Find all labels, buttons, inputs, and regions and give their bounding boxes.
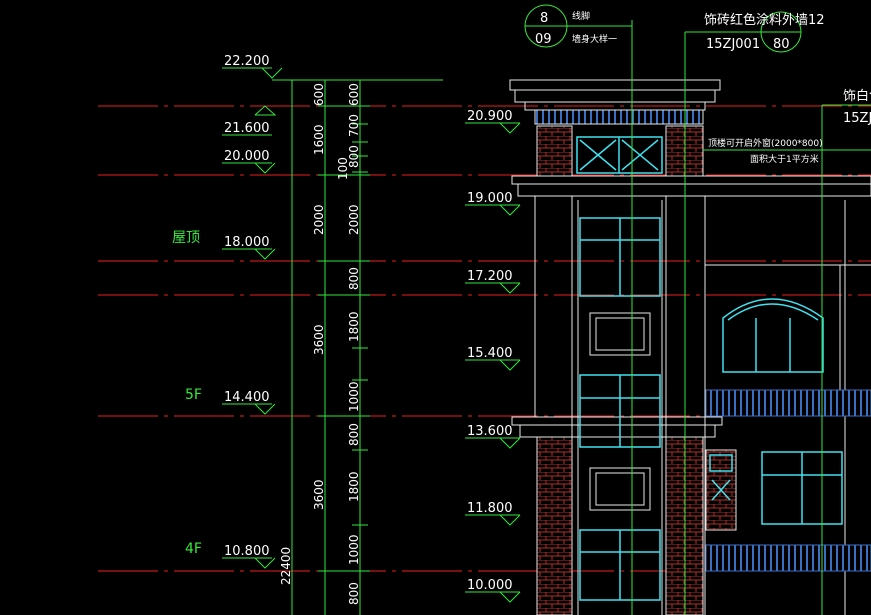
floor-label: 屋顶 (172, 230, 200, 246)
dim-outer: 1800 (347, 311, 361, 342)
balcony-railing (705, 389, 871, 417)
dim-outer: 1000 (347, 381, 361, 412)
dim-outer: 2000 (347, 204, 361, 235)
leader-lines (631, 20, 871, 615)
total-dimension: 22400 (279, 547, 293, 585)
window-note: 顶楼可开启外窗(2000*800) (708, 137, 823, 149)
dim-inner: 100 (336, 157, 350, 180)
finish-note: 饰白色 (843, 88, 871, 104)
dim-inner: 3600 (312, 324, 326, 355)
floor-label: 4F (185, 541, 202, 557)
level-label: 22.200 (224, 54, 270, 69)
right-level-label: 20.900 (467, 109, 513, 124)
windows (576, 136, 843, 601)
level-label: 10.800 (224, 544, 270, 559)
level-label: 18.000 (224, 235, 270, 250)
finish-detail: 80 (773, 37, 790, 52)
right-level-label: 13.600 (467, 424, 513, 439)
right-level-label: 15.400 (467, 346, 513, 361)
section-note: 线脚 (572, 10, 590, 22)
dim-inner: 600 (312, 83, 326, 106)
dimension-texts: 600 1600 100 2000 3600 3600 600 700 800 … (279, 83, 361, 605)
dim-inner: 2000 (312, 204, 326, 235)
floor-label: 5F (185, 387, 202, 403)
right-level-markers (465, 122, 521, 603)
left-level-markers (222, 67, 283, 569)
right-level-label: 17.200 (467, 269, 513, 284)
section-callout: 8 09 线脚 墙身大样一 (524, 4, 632, 48)
dimension-lines (272, 79, 443, 615)
section-number: 8 (540, 11, 548, 26)
level-label: 20.000 (224, 149, 270, 164)
finish-note: 饰砖红色涂料外墙12 (704, 12, 825, 28)
section-note: 墙身大样一 (572, 33, 617, 45)
dim-outer: 800 (347, 267, 361, 290)
finish-code: 15ZJ (843, 111, 871, 126)
window-note: 面积大于1平方米 (750, 153, 819, 165)
level-label: 21.600 (224, 121, 270, 136)
right-level-label: 10.000 (467, 578, 513, 593)
dim-inner: 1600 (312, 124, 326, 155)
finish-code: 15ZJ001 (706, 37, 760, 52)
dim-outer: 700 (347, 114, 361, 137)
level-label: 14.400 (224, 390, 270, 405)
dim-outer: 600 (347, 83, 361, 106)
level-lines (98, 105, 871, 572)
dim-inner: 3600 (312, 479, 326, 510)
right-level-label: 11.800 (467, 501, 513, 516)
balcony-railing (705, 544, 871, 572)
wall-finish-callout: 饰砖红色涂料外墙12 15ZJ001 80 (704, 11, 825, 53)
dim-outer: 800 (347, 145, 361, 168)
dim-outer: 1800 (347, 471, 361, 502)
dim-outer: 1000 (347, 534, 361, 565)
section-sheet: 09 (535, 32, 552, 47)
dim-outer: 800 (347, 582, 361, 605)
dim-outer: 800 (347, 423, 361, 446)
right-level-label: 19.000 (467, 191, 513, 206)
